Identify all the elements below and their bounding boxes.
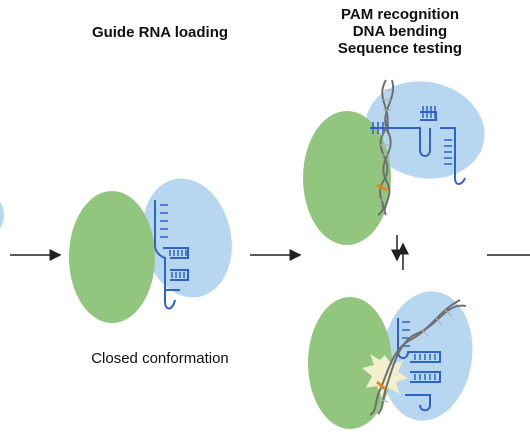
open-complex <box>308 291 473 429</box>
pam-site <box>376 183 388 192</box>
blue-lobe <box>381 291 473 421</box>
bidirectional-arrow-icon <box>391 235 409 270</box>
step2-line3: Sequence testing <box>337 40 463 57</box>
guide-rna-icon <box>154 200 189 310</box>
step2-line1: PAM recognition <box>340 6 460 23</box>
guide-rna-icon <box>370 106 466 185</box>
dna-helix-icon <box>369 299 467 416</box>
dna-helix-icon <box>376 79 395 216</box>
step2-title: PAM recognition DNA bending Sequence tes… <box>315 6 485 57</box>
green-lobe <box>303 111 391 245</box>
pam-site <box>376 380 386 391</box>
green-lobe <box>308 297 392 429</box>
closed-conformation-label: Closed conformation <box>91 350 229 367</box>
step1-title: Guide RNA loading <box>91 24 229 41</box>
partial-blue-lobe <box>0 201 4 229</box>
green-lobe <box>69 191 155 323</box>
step2-line2: DNA bending <box>352 23 448 40</box>
recognition-complex <box>303 79 485 245</box>
closed-complex <box>69 178 232 323</box>
